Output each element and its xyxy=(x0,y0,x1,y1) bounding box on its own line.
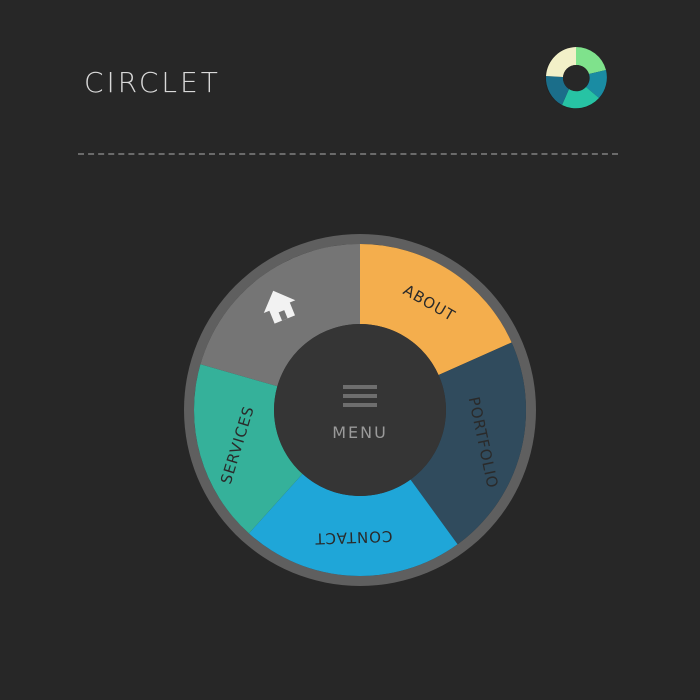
menu-hub[interactable] xyxy=(274,324,446,496)
menu-segment-contact[interactable] xyxy=(248,473,458,576)
hamburger-icon[interactable] xyxy=(343,385,377,407)
header-divider xyxy=(78,153,618,155)
home-icon[interactable] xyxy=(257,284,300,325)
menu-center-label: MENU xyxy=(332,423,388,442)
menu-label-contact: CONTACT xyxy=(314,527,393,548)
menu-segment-portfolio[interactable] xyxy=(410,342,526,545)
menu-segment-services[interactable] xyxy=(194,364,303,534)
menu-segment-about[interactable] xyxy=(360,244,512,376)
brand-title: CIRCLET xyxy=(84,66,221,99)
ring-logo-icon[interactable] xyxy=(544,46,608,110)
